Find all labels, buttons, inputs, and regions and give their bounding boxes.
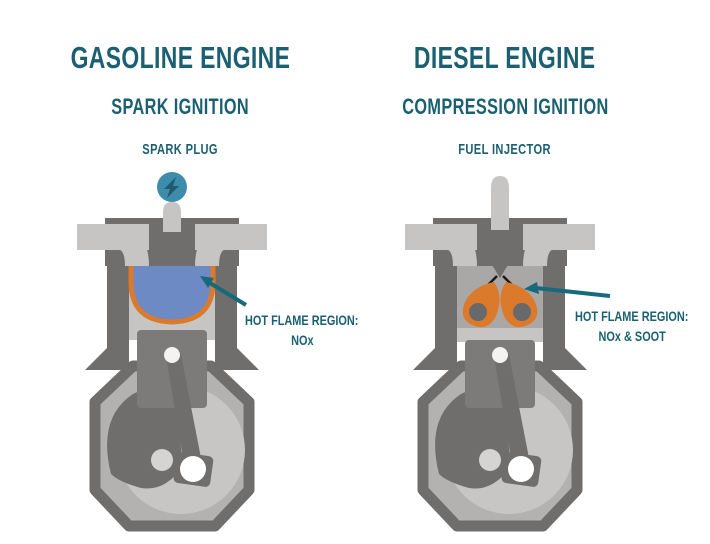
diesel-subtitle-text: COMPRESSION IGNITION: [401, 94, 609, 119]
gasoline-subtitle-text: SPARK IGNITION: [111, 94, 249, 119]
diesel-subtitle: COMPRESSION IGNITION: [355, 94, 655, 120]
diesel-title-text: DIESEL ENGINE: [414, 40, 596, 75]
fuel-injector-label-text: FUEL INJECTOR: [458, 141, 552, 158]
hot-flame-region-gasoline: [131, 266, 213, 322]
cylinder-wall-left: [413, 266, 457, 370]
spark-plug-label: SPARK PLUG: [20, 141, 340, 158]
hot-flame-region-diesel: [462, 282, 538, 328]
crank-pin: [508, 456, 534, 482]
spark-plug-label-text: SPARK PLUG: [142, 141, 218, 158]
exhaust-port-curve: [195, 225, 267, 267]
hot-flame-label-diesel-line2: NOx & SOOT: [598, 328, 666, 345]
crank-journal: [479, 449, 501, 471]
hot-flame-label-diesel: HOT FLAME REGION: NOx & SOOT: [552, 306, 710, 347]
hot-flame-label-diesel-line1: HOT FLAME REGION:: [575, 308, 689, 324]
wrist-pin: [492, 347, 508, 363]
crank-pin: [180, 456, 206, 482]
connecting-rod: [493, 350, 529, 464]
connecting-rod: [165, 350, 201, 464]
spray-core-right: [513, 303, 531, 321]
fuel-injector-icon: [491, 176, 509, 230]
hot-flame-label-gasoline-line2: NOx: [290, 332, 314, 349]
gasoline-title-text: GASOLINE ENGINE: [70, 40, 290, 75]
gasoline-engine-illustration: [77, 172, 267, 532]
diesel-title: DIESEL ENGINE: [355, 40, 655, 76]
cylinder-wall-left: [85, 266, 129, 370]
intake-port-curve: [405, 225, 477, 267]
wrist-pin: [164, 347, 180, 363]
spark-bolt-icon: [164, 177, 179, 198]
gasoline-title: GASOLINE ENGINE: [20, 40, 340, 76]
hot-flame-label-gasoline: HOT FLAME REGION: NOx: [222, 310, 382, 351]
crank-journal: [151, 449, 173, 471]
gasoline-subtitle: SPARK IGNITION: [20, 94, 340, 120]
exhaust-port-curve: [523, 225, 595, 267]
diesel-engine-illustration: [405, 176, 595, 532]
spray-core-left: [469, 303, 487, 321]
spark-plug-icon: [163, 202, 181, 232]
piston-crown: [457, 328, 543, 342]
fuel-injector-label: FUEL INJECTOR: [355, 141, 655, 158]
injector-nozzle: [489, 260, 511, 278]
hot-flame-label-gasoline-line1: HOT FLAME REGION:: [245, 312, 359, 328]
intake-port-curve: [77, 225, 149, 267]
